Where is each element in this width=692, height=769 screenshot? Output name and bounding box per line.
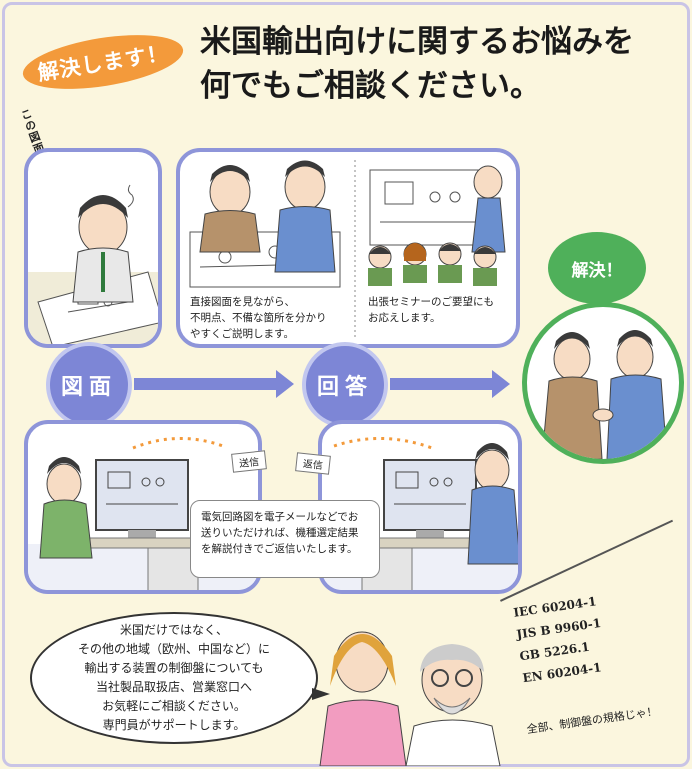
seminar-caption: 出張セミナーのご要望にも お応えします。 [368, 296, 494, 324]
headline-line-1: 米国輸出向けに関するお悩みを [200, 24, 634, 60]
handshake-circle [522, 302, 684, 464]
handshake-illustration [541, 330, 668, 459]
company-desk-illustration [322, 436, 518, 590]
email-service-note: 電気回路図を電子メールなどでお 送りいただければ、機種選定結果 を解説付きでご返… [190, 500, 380, 578]
drawing-node: 図面 [46, 342, 132, 428]
flow-arrow-1 [134, 370, 294, 398]
headline-line-2: 何でもご相談ください。 [200, 68, 541, 104]
reply-tag: 返信 [295, 452, 331, 475]
customer-desk-illustration [28, 437, 258, 590]
worried-customer-panel [24, 148, 162, 348]
flow-arrow-2 [390, 370, 510, 398]
result-bubble: 解決！ [548, 232, 646, 316]
direct-explanation-caption: 直接図面を見ながら、 不明点、不備な箇所を分かり やすくご説明します。 [190, 296, 327, 340]
service-illustration [189, 160, 506, 340]
staff-illustration [310, 606, 510, 767]
support-speech-bubble: 米国だけではなく、 その他の地域（欧州、中国など）に 輸出する装置の制御盤につい… [30, 612, 330, 744]
service-panel: 直接図面を見ながら、 不明点、不備な箇所を分かり やすくご説明します。 出張セミ… [176, 148, 520, 348]
standards-list: IEC 60204-1 JIS B 9960-1 GB 5226.1 EN 60… [512, 590, 609, 689]
send-tag: 送信 [231, 450, 267, 473]
answer-node: 回答 [302, 342, 388, 428]
page-title: 米国輸出向けに関するお悩みを 何でもご相談ください。 [200, 20, 680, 108]
worried-customer-illustration [28, 184, 158, 344]
